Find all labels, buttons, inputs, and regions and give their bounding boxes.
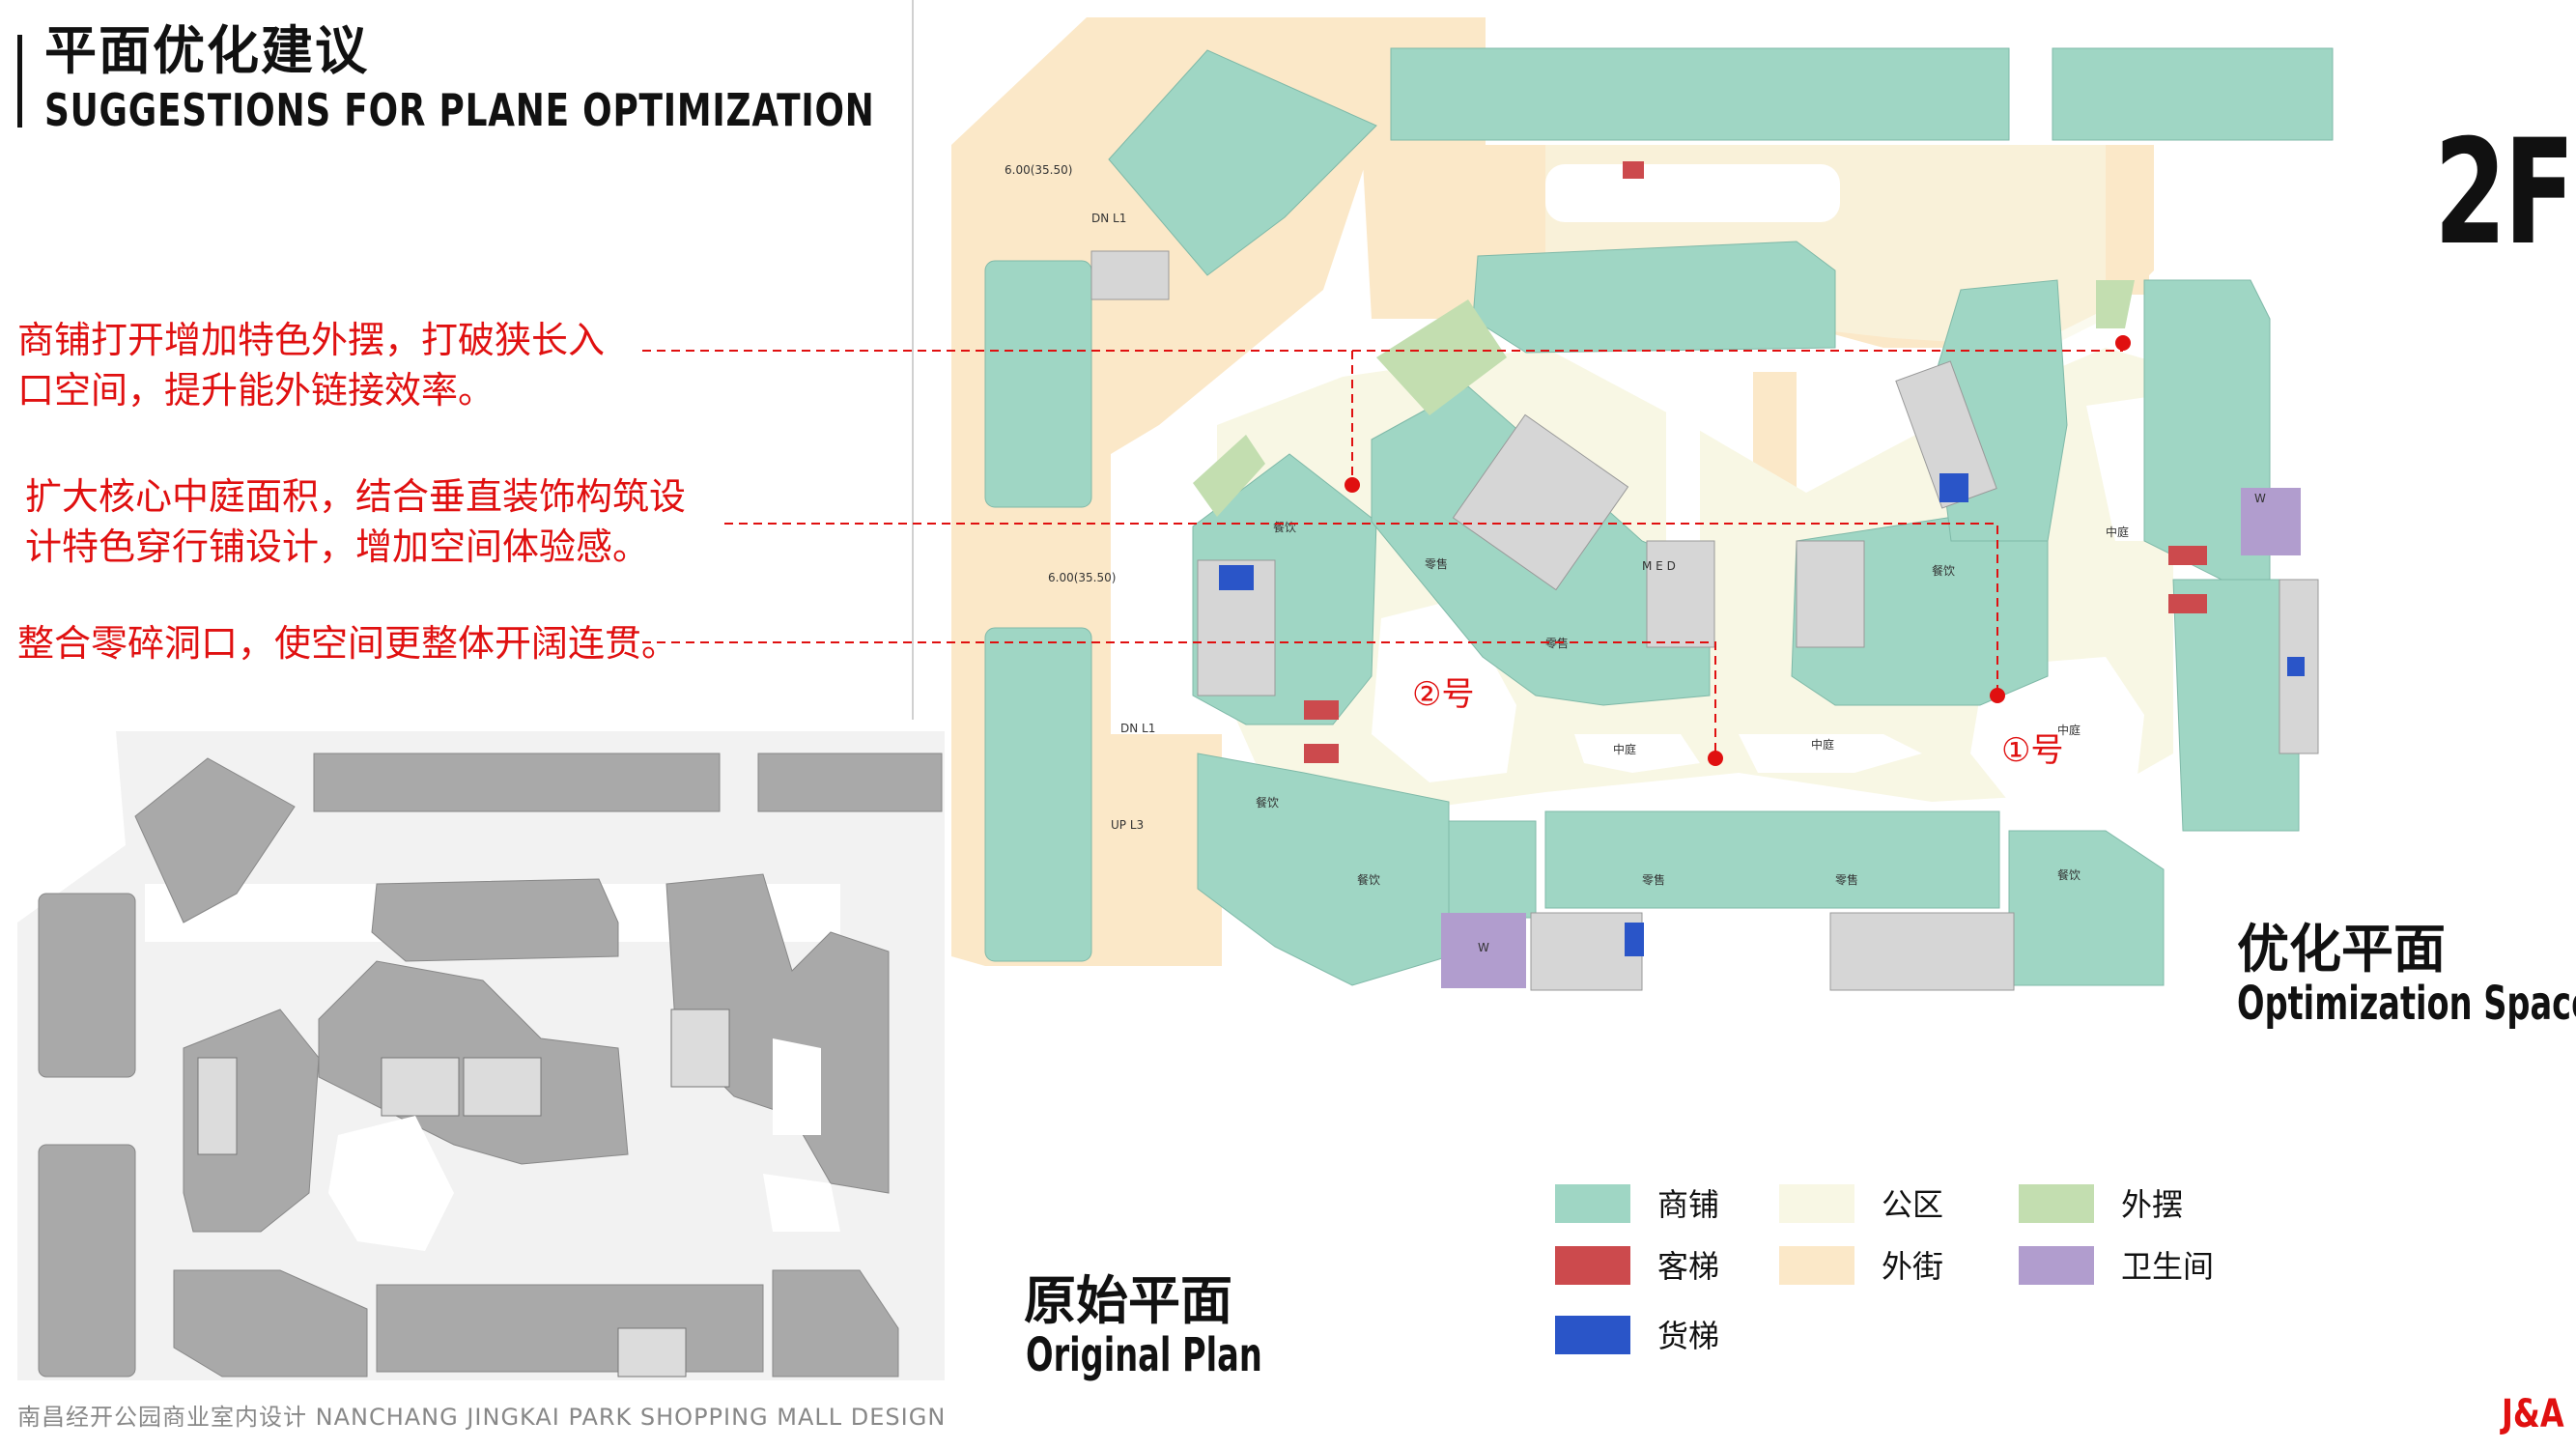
note-line: 整合零碎洞口，使空间更整体开阔连贯。 xyxy=(17,622,679,665)
leader-line-2 xyxy=(724,523,1998,696)
unit-label: 零售 xyxy=(1642,872,1665,887)
marker-atrium-1: ①号 xyxy=(2001,731,2063,770)
legend-label: 卫生间 xyxy=(2121,1248,2215,1285)
unit-label: 中庭 xyxy=(1613,742,1636,756)
unit-label: 零售 xyxy=(1425,556,1448,571)
legend-label: 客梯 xyxy=(1657,1248,1720,1285)
legend-swatch xyxy=(1555,1184,1630,1223)
unit-label: 中庭 xyxy=(2106,525,2129,539)
toilet-label: W xyxy=(2254,492,2266,505)
unit-label: 餐饮 xyxy=(1256,795,1279,810)
marker-atrium-2: ②号 xyxy=(1412,675,1474,714)
atrium-markers: ②号 ①号 xyxy=(1412,675,2063,770)
note-line: 计特色穿行铺设计，增加空间体验感。 xyxy=(25,526,650,568)
note-storefront-outdoor: 商铺打开增加特色外摆，打破狭长入 口空间，提升能外链接效率。 xyxy=(17,315,605,415)
dim-label: DN L1 xyxy=(1120,722,1155,735)
unit-label: 中庭 xyxy=(2057,723,2081,737)
note-line: 商铺打开增加特色外摆，打破狭长入 xyxy=(17,319,606,361)
legend-swatch xyxy=(1555,1316,1630,1354)
unit-label: 餐饮 xyxy=(1273,520,1296,534)
outdoor-seating xyxy=(1193,280,2135,517)
original-floor-plan xyxy=(17,731,945,1380)
dim-label: 6.00(35.50) xyxy=(1048,571,1116,584)
page-title: 平面优化建议 xyxy=(44,20,369,81)
legend-swatch xyxy=(1779,1246,1854,1285)
toilet-label: W xyxy=(1478,941,1489,954)
note-void-integration: 整合零碎洞口，使空间更整体开阔连贯。 xyxy=(17,618,678,668)
unit-label: 餐饮 xyxy=(2057,867,2081,882)
shop-units xyxy=(984,47,2334,986)
core-service-blocks xyxy=(1090,250,2319,991)
note-line: 扩大核心中庭面积，结合垂直装饰构筑设 xyxy=(25,475,687,518)
legend-swatch xyxy=(1555,1246,1630,1285)
unit-label: M E D xyxy=(1642,559,1676,573)
original-shops xyxy=(38,753,943,1378)
note-atrium-expansion: 扩大核心中庭面积，结合垂直装饰构筑设 计特色穿行铺设计，增加空间体验感。 xyxy=(25,471,686,572)
original-caption-cn: 原始平面 xyxy=(1024,1270,1232,1331)
brand-logo: J&A xyxy=(2502,1392,2564,1436)
note-line: 口空间，提升能外链接效率。 xyxy=(17,369,495,412)
legend: 商铺 公区 外摆 客梯 外街 卫生间 货梯 xyxy=(1555,1184,2214,1378)
leader-dot xyxy=(2115,335,2131,351)
original-cores xyxy=(197,1009,730,1378)
legend-label: 外摆 xyxy=(2121,1186,2184,1223)
leader-dot xyxy=(1708,751,1723,766)
page-subtitle: SUGGESTIONS FOR PLANE OPTIMIZATION xyxy=(44,84,875,136)
original-voids xyxy=(328,1038,840,1251)
legend-swatch xyxy=(2019,1246,2094,1285)
optimized-caption-cn: 优化平面 xyxy=(2237,919,2446,980)
elevators-and-toilets xyxy=(1219,161,2305,988)
leader-line-3 xyxy=(642,641,1716,758)
unit-label: 餐饮 xyxy=(1932,563,1955,578)
header-accent-bar xyxy=(17,35,22,128)
leader-dots xyxy=(1345,335,2131,766)
floor-tag: 2F xyxy=(2434,109,2575,277)
leader-dot xyxy=(1345,477,1360,493)
original-caption-en: Original Plan xyxy=(1026,1328,1262,1382)
dim-label: 6.00(35.50) xyxy=(1005,163,1072,177)
unit-label: 中庭 xyxy=(1811,737,1834,752)
leader-dot xyxy=(1990,688,2005,703)
dim-label: UP L3 xyxy=(1111,818,1144,832)
legend-label: 货梯 xyxy=(1657,1318,1720,1354)
dim-label: DN L1 xyxy=(1091,212,1126,225)
unit-label: 零售 xyxy=(1835,872,1858,887)
legend-swatch xyxy=(1779,1184,1854,1223)
legend-swatch xyxy=(2019,1184,2094,1223)
optimized-caption-en: Optimization Space xyxy=(2237,977,2576,1031)
footer-text: 南昌经开公园商业室内设计 NANCHANG JINGKAI PARK SHOPP… xyxy=(17,1404,947,1431)
legend-label: 商铺 xyxy=(1657,1186,1720,1223)
unit-label: 餐饮 xyxy=(1357,872,1380,887)
vertical-divider xyxy=(912,0,914,720)
legend-label: 外街 xyxy=(1882,1248,1944,1285)
legend-label: 公区 xyxy=(1882,1186,1944,1223)
